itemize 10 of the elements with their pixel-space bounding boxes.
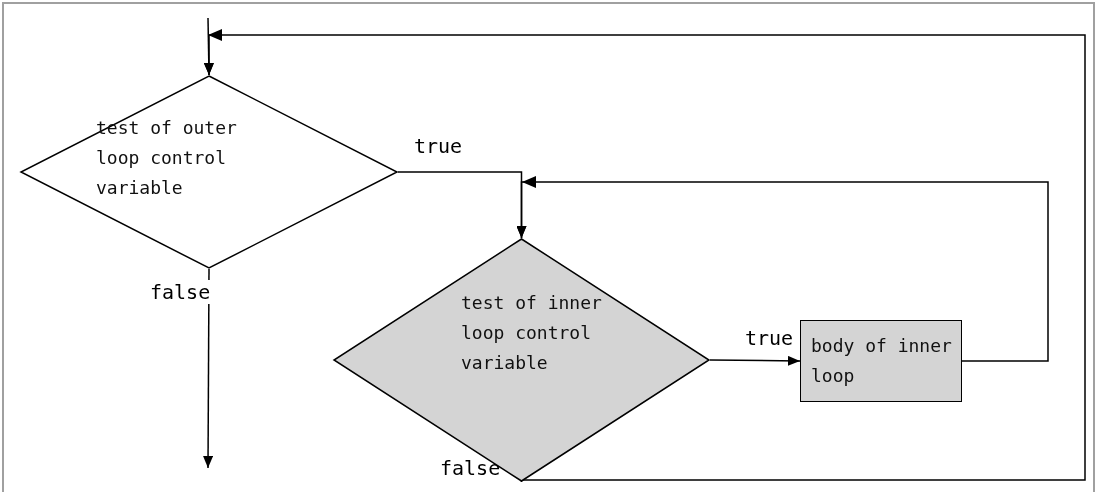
arrow [203, 268, 214, 469]
node-text: body of inner loop [811, 334, 953, 388]
decision-diamond [333, 238, 710, 482]
arrow [516, 176, 1049, 362]
edge-label: false [148, 280, 213, 304]
decision-diamond [20, 75, 398, 269]
arrow [204, 29, 1086, 483]
node-text: test of inner loop control variable [461, 291, 603, 375]
arrow [709, 355, 801, 366]
process-box [800, 320, 962, 402]
